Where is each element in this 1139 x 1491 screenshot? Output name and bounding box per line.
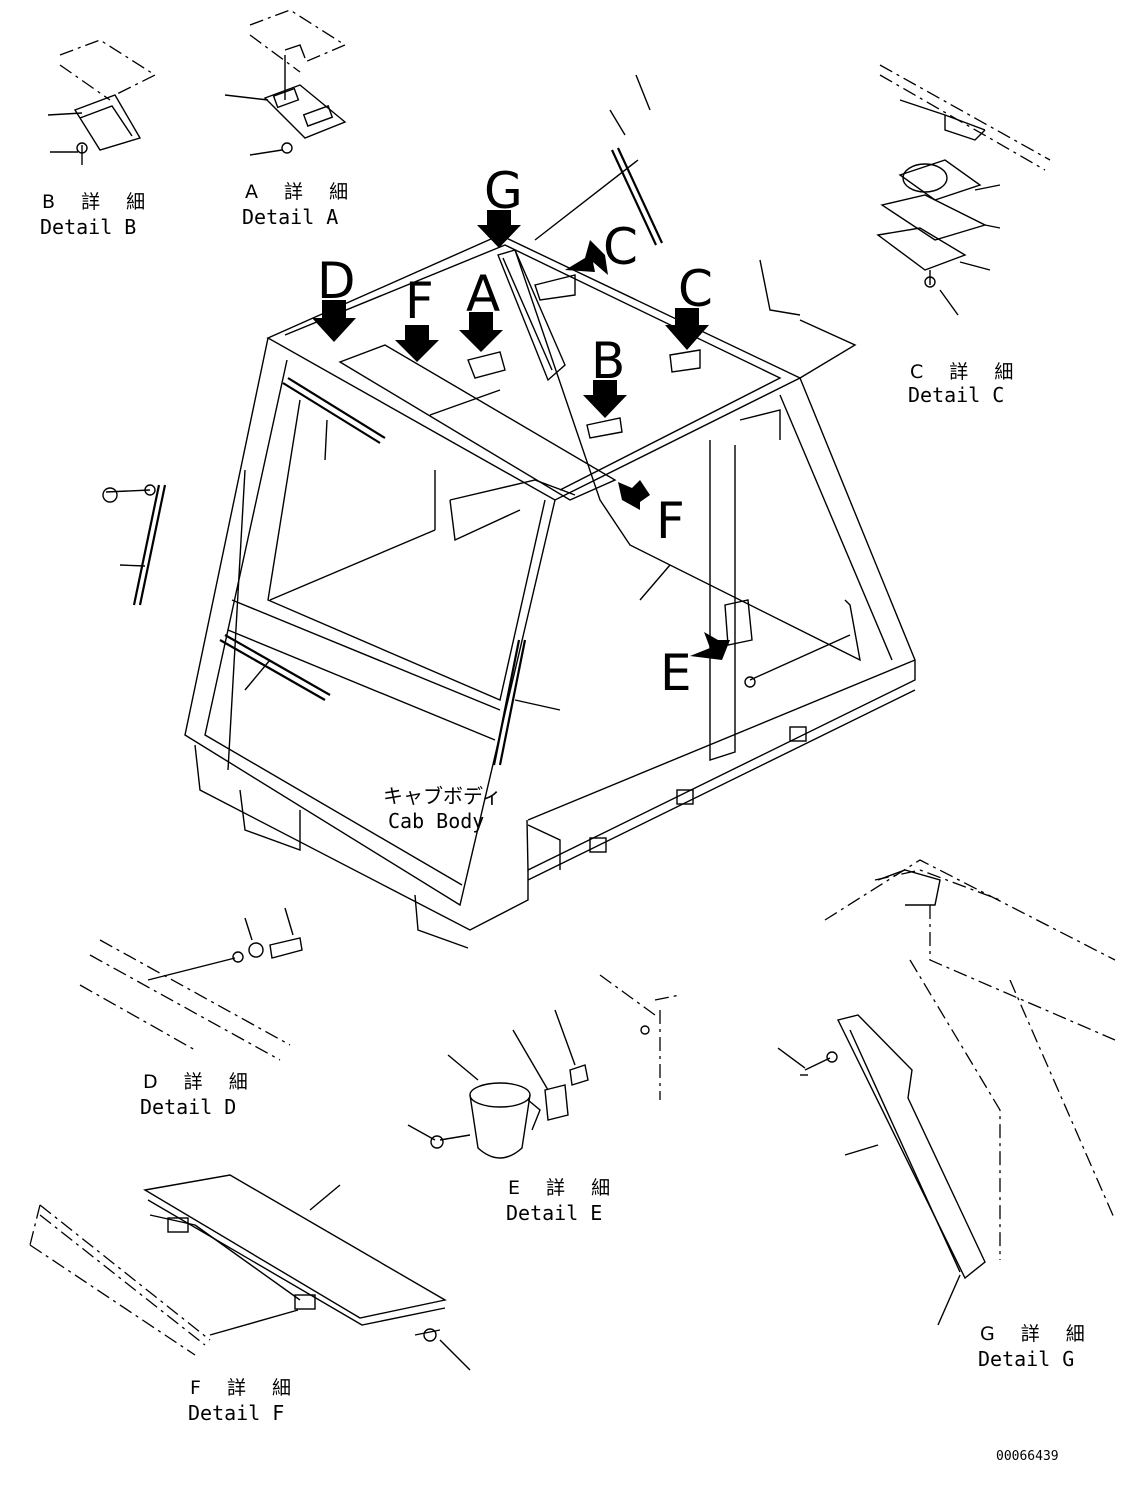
detail-e-title-jp: E 詳 細 (508, 1177, 620, 1199)
callout-g: G (484, 162, 523, 220)
detail-e-title-en: Detail E (506, 1201, 602, 1225)
arrow-f-side (618, 480, 650, 510)
detail-d-drawing (79, 907, 303, 1061)
cab-body-drawing (102, 74, 916, 949)
detail-e-drawing (407, 974, 681, 1159)
detail-f-title-jp: F 詳 細 (190, 1377, 301, 1399)
arrow-c-upper (565, 240, 608, 275)
detail-c-title-en: Detail C (908, 383, 1004, 407)
detail-b-title-en: Detail B (40, 215, 136, 239)
drawing-number: 00066439 (996, 1449, 1059, 1464)
cab-body-label-en: Cab Body (388, 809, 484, 833)
detail-f-drawing (29, 1174, 471, 1371)
arrow-b (583, 380, 627, 418)
detail-b-drawing (47, 39, 157, 165)
detail-c-title-jp: C 詳 細 (910, 361, 1023, 383)
detail-g-title-jp: G 詳 細 (980, 1323, 1095, 1345)
detail-c-drawing (876, 64, 1051, 316)
callout-c-upper: C (603, 218, 638, 276)
arrow-c-lower (665, 308, 709, 350)
detail-g-drawing (777, 859, 1116, 1326)
detail-b-title-jp: B 詳 細 (42, 191, 155, 213)
callout-a: A (466, 265, 500, 323)
callout-f-side: F (656, 492, 685, 550)
callout-b: B (591, 332, 625, 390)
arrow-d (312, 300, 356, 342)
arrow-g (477, 210, 521, 248)
detail-d-title-en: Detail D (140, 1095, 236, 1119)
detail-g-title-en: Detail G (978, 1347, 1074, 1371)
detail-a-drawing (224, 9, 347, 156)
arrow-e (690, 632, 730, 660)
callout-e: E (660, 644, 692, 702)
callout-d: D (317, 252, 356, 310)
detail-a-title-jp: A 詳 細 (245, 181, 358, 203)
detail-a-title-en: Detail A (242, 205, 338, 229)
cab-body-label-jp: キャブボディ (383, 784, 502, 808)
detail-d-title-jp: D 詳 細 (143, 1071, 258, 1093)
callout-c-lower: C (678, 260, 713, 318)
arrow-a (459, 312, 503, 352)
callout-f-upper: F (405, 272, 434, 330)
callout-arrows: G C C D F A B F E (312, 162, 730, 702)
arrow-f-upper (395, 325, 439, 362)
detail-f-title-en: Detail F (188, 1401, 284, 1425)
